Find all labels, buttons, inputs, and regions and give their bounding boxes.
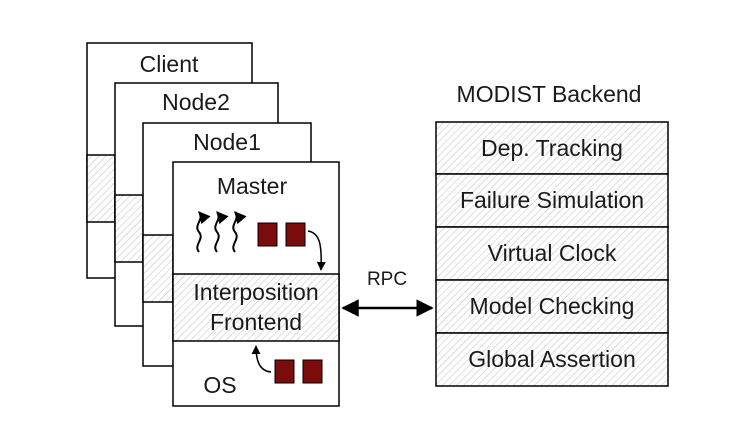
backend-module-label: Global Assertion — [468, 346, 635, 372]
master-label: Master — [217, 173, 288, 199]
backend-module-box — [435, 226, 669, 281]
backend-module-label: Model Checking — [470, 293, 635, 319]
interposition-label: Interposition — [193, 279, 318, 305]
backend-module-box — [435, 173, 669, 228]
master-to-frontend-arrow — [307, 230, 326, 271]
os-label: OS — [203, 372, 236, 398]
backend-title: MODIST Backend — [457, 81, 642, 107]
backend-module-box — [435, 121, 669, 175]
os-block-icon — [302, 359, 323, 384]
master-block-icon — [257, 222, 278, 247]
backend-module-box — [435, 332, 669, 387]
modist-backend: MODIST Backend Dep. Tracking Failure Sim… — [435, 81, 669, 387]
backend-module-label: Dep. Tracking — [481, 135, 623, 161]
interposition-frontend-box — [172, 273, 340, 342]
backend-module-label: Virtual Clock — [488, 240, 617, 266]
client-label: Client — [140, 51, 199, 77]
node2-label: Node2 — [162, 89, 230, 115]
master-block-icon — [285, 222, 306, 247]
backend-module-label: Failure Simulation — [460, 187, 644, 213]
thread-squiggles-icon — [196, 211, 247, 253]
node1-label: Node1 — [193, 129, 261, 155]
rpc-connection: RPC — [341, 269, 434, 317]
rpc-label: RPC — [367, 269, 407, 290]
backend-module-box — [435, 279, 669, 334]
frontend-label: Frontend — [210, 309, 302, 335]
os-to-frontend-arrow — [251, 345, 272, 373]
master-node: Master Interposition Frontend OS — [172, 161, 340, 407]
os-block-icon — [274, 359, 295, 384]
